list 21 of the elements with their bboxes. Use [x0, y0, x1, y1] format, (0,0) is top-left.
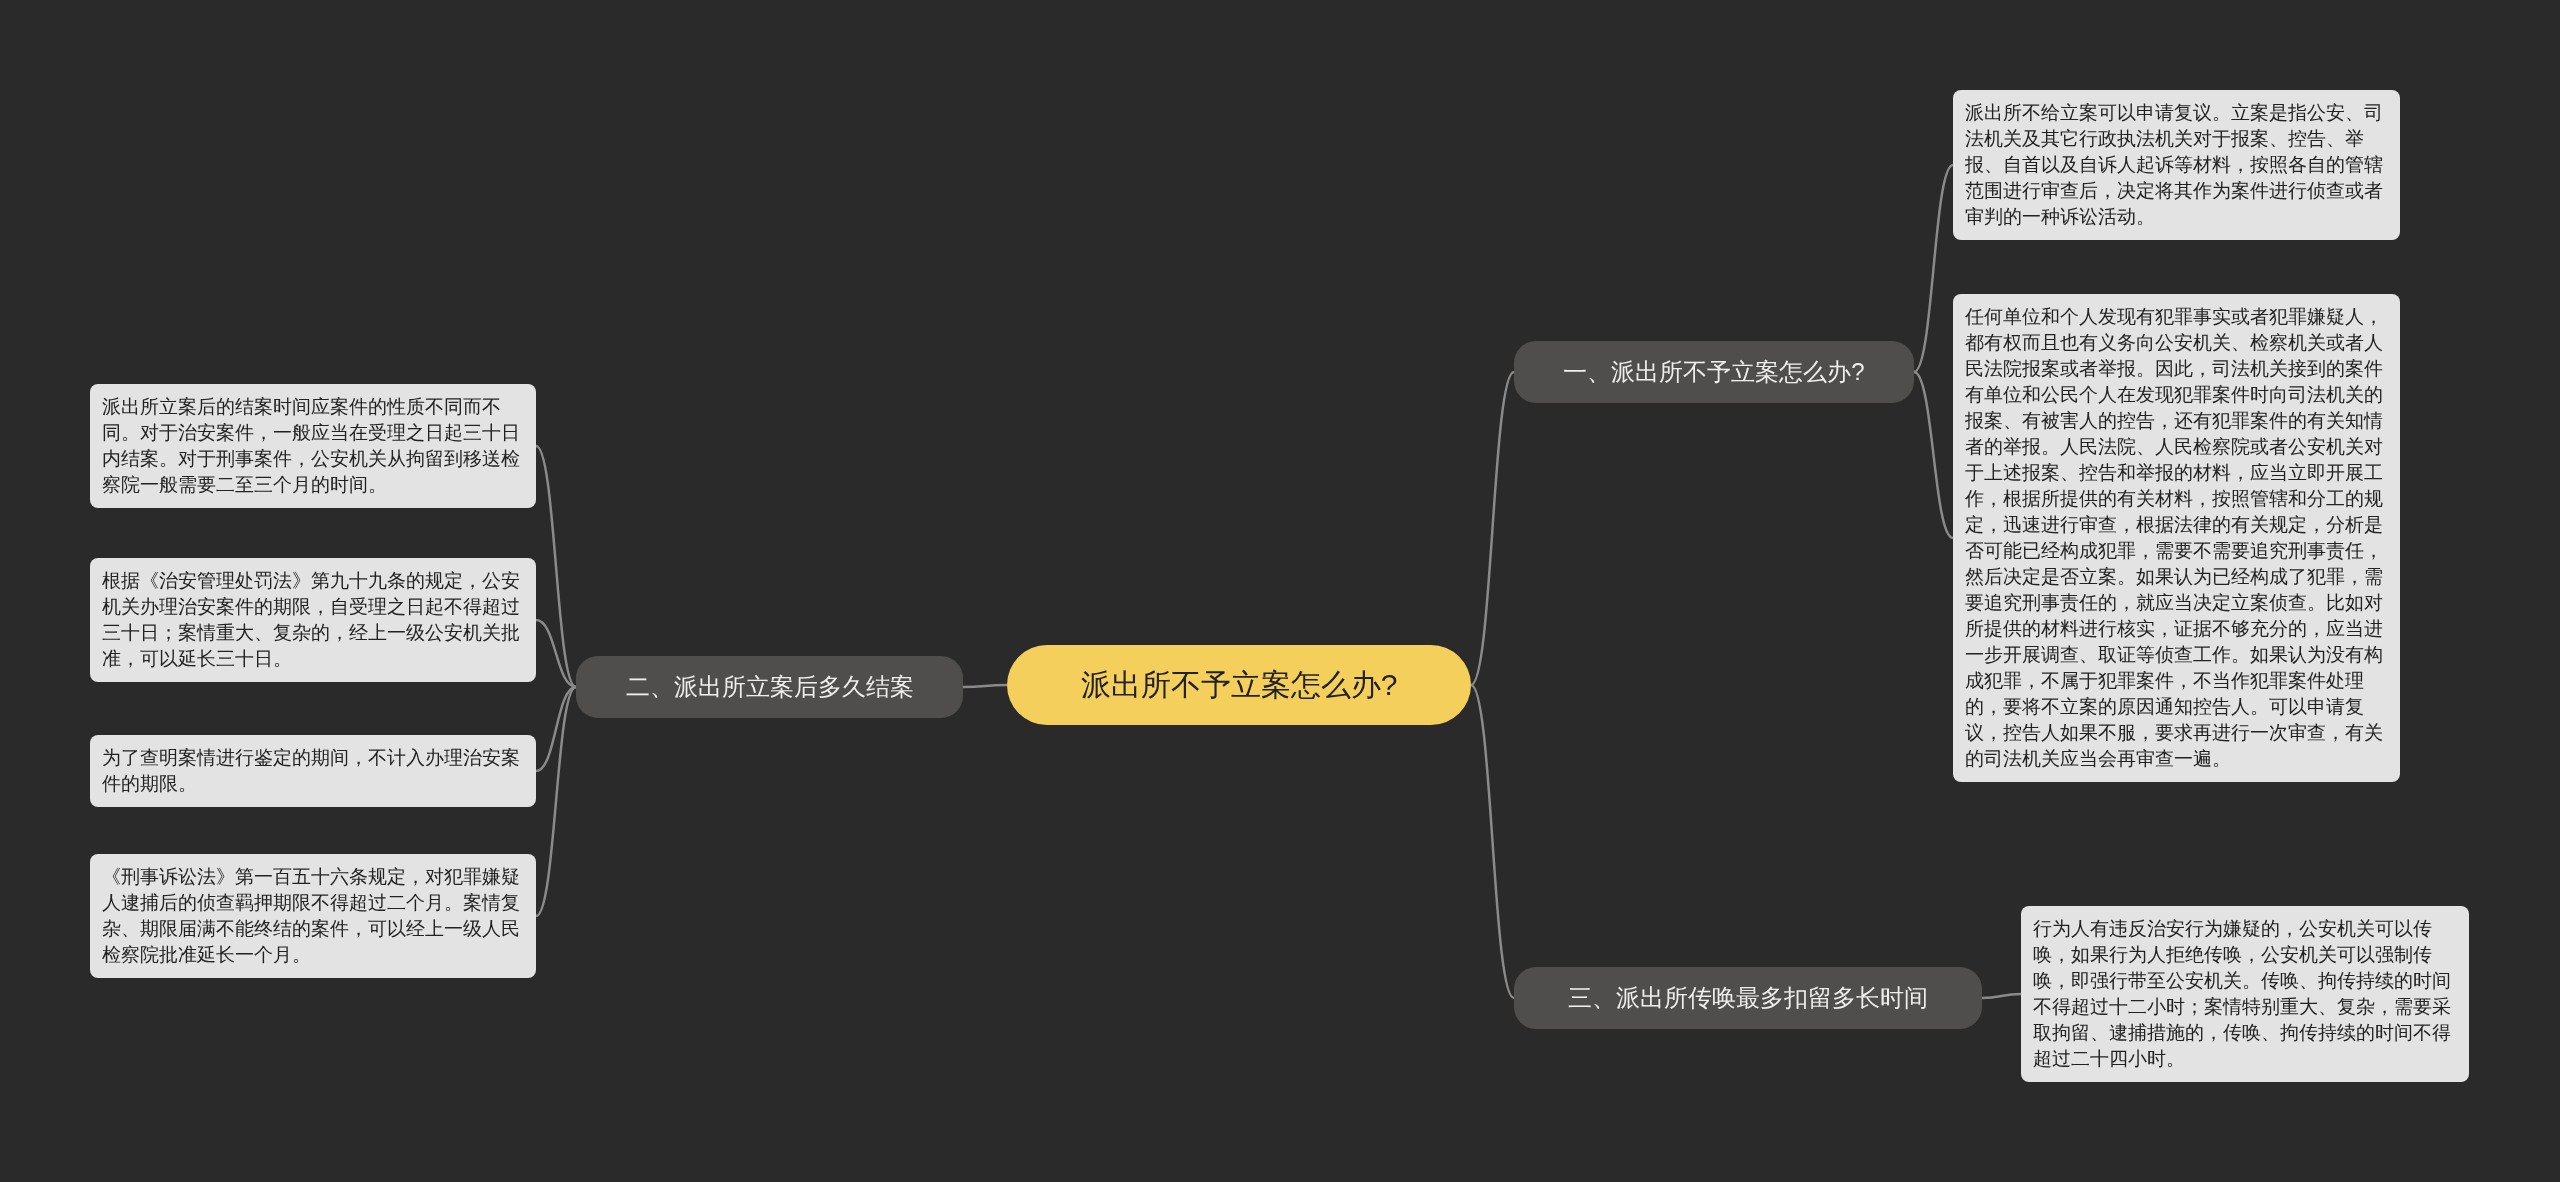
connector-line: [535, 686, 577, 917]
note-box: 为了查明案情进行鉴定的期间，不计入办理治安案件的期限。: [90, 735, 536, 807]
note-box: 《刑事诉讼法》第一百五十六条规定，对犯罪嫌疑人逮捕后的侦查羁押期限不得超过二个月。案情复杂、期限届满不能终结的案件，可以经上一级人民检察院批准延长一个月。: [90, 854, 536, 978]
connector-line: [1470, 371, 1515, 686]
branch-topic: 三、派出所传唤最多扣留多长时间: [1514, 967, 1982, 1029]
central-topic: 派出所不予立案怎么办?: [1007, 645, 1471, 725]
note-box: 任何单位和个人发现有犯罪事实或者犯罪嫌疑人，都有权而且也有义务向公安机关、检察机关或者人民法院报案或者举报。因此，司法机关接到的案件有单位和公民个人在发现犯罪案件时向司法机关的报案、有被害人的控告，还有犯罪案件的有关知情者的举报。人民法院、人民检察院或者公安机关对于上述报案、控告和举报的材料，应当立即开展工作，根据所提供的有关材料，按照管辖和分工的规定，迅速进行审查，根据法律的有关规定，分析是否可能已经构成犯罪，需要不需要追究刑事责任，然后决定是否立案。如果认为已经构成了犯罪，需要追究刑事责任的，就应当决定立案侦查。比如对所提供的材料进行核实，证据不够充分的，应当进一步开展调查、取证等侦查工作。如果认为没有构成犯罪，不属于犯罪案件，不当作犯罪案件处理的，要将不立案的原因通知控告人。可以申请复议，控告人如果不服，要求再进行一次审查，有关的司法机关应当会再审查一遍。: [1953, 294, 2400, 782]
connector-line: [535, 445, 577, 688]
connector-line: [963, 683, 1007, 689]
connector-line: [1981, 992, 2022, 1000]
note-box: 派出所立案后的结案时间应案件的性质不同而不同。对于治安案件，一般应当在受理之日起三十日内结案。对于刑事案件，公安机关从拘留到移送检察院一般需要二至三个月的时间。: [90, 384, 536, 508]
connector-line: [535, 685, 577, 773]
note-box: 行为人有违反治安行为嫌疑的，公安机关可以传唤，如果行为人拒绝传唤，公安机关可以强制传唤，即强行带至公安机关。传唤、拘传持续的时间不得超过十二小时；案情特别重大、复杂，需要采取拘留、逮捕措施的，传唤、拘传持续的时间不得超过二十四小时。: [2021, 906, 2469, 1082]
connector-line: [1913, 371, 1954, 539]
note-box: 根据《治安管理处罚法》第九十九条的规定，公安机关办理治安案件的期限，自受理之日起不得超过三十日；案情重大、复杂的，经上一级公安机关批准，可以延长三十日。: [90, 558, 536, 682]
note-box: 派出所不给立案可以申请复议。立案是指公安、司法机关及其它行政执法机关对于报案、控告、举报、自首以及自诉人起诉等材料，按照各自的管辖范围进行审查后，决定将其作为案件进行侦查或者审判的一种诉讼活动。: [1953, 90, 2400, 240]
connector-line: [535, 618, 577, 689]
branch-topic: 二、派出所立案后多久结案: [576, 656, 963, 718]
branch-topic: 一、派出所不予立案怎么办?: [1514, 341, 1914, 403]
connector-line: [1470, 684, 1515, 999]
connector-line: [1913, 164, 1954, 373]
